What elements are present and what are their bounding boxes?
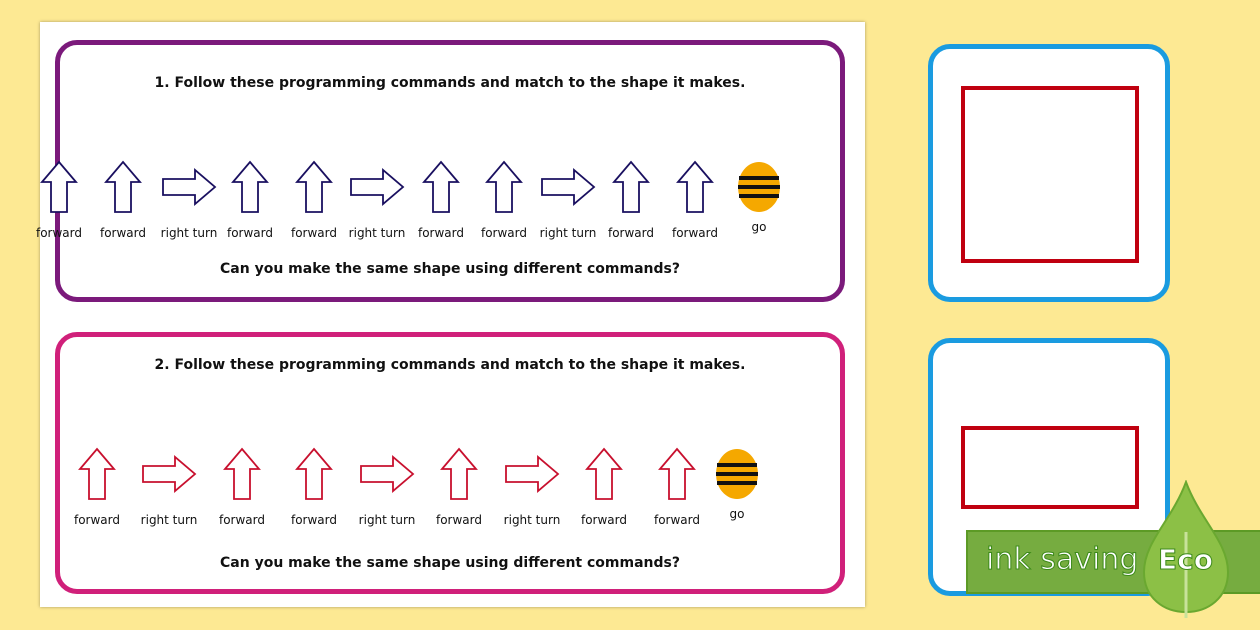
command-go: go: [719, 160, 799, 234]
command-forward: forward: [591, 160, 671, 240]
command-label: forward: [218, 513, 265, 527]
command-right-turn: right turn: [347, 447, 427, 527]
forward-arrow-icon: [485, 160, 523, 213]
forward-arrow-icon: [295, 447, 333, 500]
command-forward: forward: [637, 447, 717, 527]
command-label: forward: [580, 513, 627, 527]
command-label: right turn: [348, 226, 406, 240]
worksheet-card-1: 1. Follow these programming commands and…: [36, 40, 845, 302]
right-turn-arrow-icon: [350, 168, 405, 206]
square-shape: [961, 86, 1139, 263]
forward-arrow-icon: [40, 160, 78, 213]
card-question: Can you make the same shape using differ…: [220, 261, 680, 277]
command-forward: forward: [274, 447, 354, 527]
forward-arrow-icon: [104, 160, 142, 213]
command-label: forward: [73, 513, 120, 527]
command-forward: forward: [57, 447, 137, 527]
forward-arrow-icon: [295, 160, 333, 213]
worksheet-page: 1. Follow these programming commands and…: [36, 22, 865, 607]
forward-arrow-icon: [676, 160, 714, 213]
forward-arrow-icon: [422, 160, 460, 213]
command-label: forward: [290, 513, 337, 527]
command-label: forward: [226, 226, 273, 240]
command-forward: forward: [564, 447, 644, 527]
forward-arrow-icon: [78, 447, 116, 500]
card-title: 1. Follow these programming commands and…: [154, 75, 746, 91]
command-right-turn: right turn: [129, 447, 209, 527]
bee-bot-icon: [716, 449, 758, 499]
forward-arrow-icon: [585, 447, 623, 500]
shape-card-square: [928, 44, 1170, 302]
forward-arrow-icon: [231, 160, 269, 213]
command-label: forward: [653, 513, 700, 527]
command-forward: forward: [210, 160, 290, 240]
command-label: right turn: [140, 513, 198, 527]
command-forward: forward: [202, 447, 282, 527]
command-forward: forward: [655, 160, 735, 240]
command-forward: forward: [83, 160, 163, 240]
command-label: right turn: [160, 226, 218, 240]
right-turn-arrow-icon: [142, 455, 197, 493]
right-turn-arrow-icon: [541, 168, 596, 206]
command-label: forward: [290, 226, 337, 240]
command-label: go: [729, 507, 745, 521]
ink-saving-text: ink saving: [985, 542, 1139, 578]
command-label: forward: [435, 513, 482, 527]
command-right-turn: right turn: [492, 447, 572, 527]
right-turn-arrow-icon: [162, 168, 217, 206]
command-forward: forward: [464, 160, 544, 240]
eco-text: Eco: [1158, 543, 1214, 577]
command-label: go: [751, 220, 767, 234]
command-go: go: [697, 447, 777, 521]
forward-arrow-icon: [223, 447, 261, 500]
forward-arrow-icon: [612, 160, 650, 213]
right-turn-arrow-icon: [360, 455, 415, 493]
worksheet-card-2: 2. Follow these programming commands and…: [55, 332, 845, 594]
command-label: forward: [35, 226, 82, 240]
command-right-turn: right turn: [528, 160, 608, 240]
card-question: Can you make the same shape using differ…: [220, 555, 680, 571]
right-turn-arrow-icon: [505, 455, 560, 493]
card-title: 2. Follow these programming commands and…: [154, 357, 746, 373]
command-right-turn: right turn: [149, 160, 229, 240]
command-right-turn: right turn: [337, 160, 417, 240]
command-forward: forward: [274, 160, 354, 240]
forward-arrow-icon: [440, 447, 478, 500]
command-label: forward: [480, 226, 527, 240]
command-forward: forward: [419, 447, 499, 527]
forward-arrow-icon: [658, 447, 696, 500]
command-label: forward: [99, 226, 146, 240]
command-label: right turn: [358, 513, 416, 527]
command-forward: forward: [401, 160, 481, 240]
command-forward: forward: [19, 160, 99, 240]
command-label: forward: [417, 226, 464, 240]
bee-bot-icon: [738, 162, 780, 212]
leaf-icon: [1142, 480, 1230, 618]
rectangle-shape: [961, 426, 1139, 509]
command-label: forward: [671, 226, 718, 240]
command-label: forward: [607, 226, 654, 240]
command-label: right turn: [503, 513, 561, 527]
command-label: right turn: [539, 226, 597, 240]
